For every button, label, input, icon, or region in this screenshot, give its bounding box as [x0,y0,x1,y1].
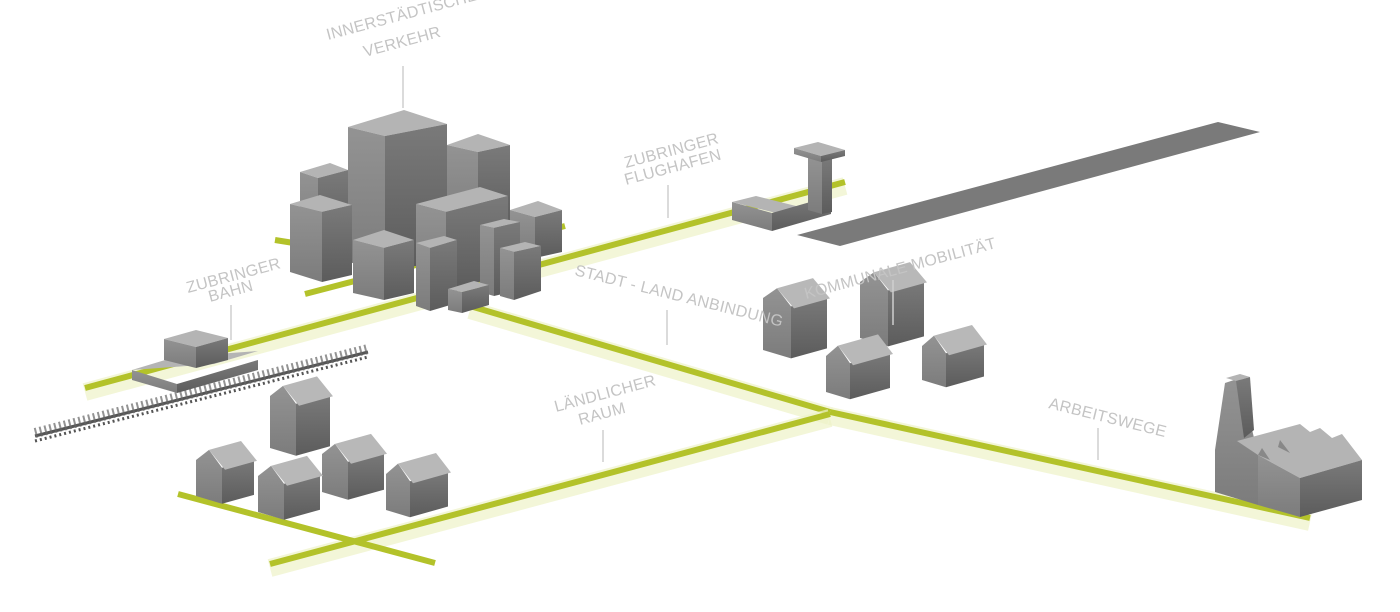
house [322,433,387,500]
runway [797,122,1260,246]
factory [1215,374,1362,517]
house [826,334,893,400]
house [258,455,323,520]
house [763,278,830,359]
road-laendlich [269,411,831,567]
road-glow [467,301,833,425]
house [196,440,257,504]
svg-text:ARBEITSWEGE: ARBEITSWEGE [1047,395,1168,441]
label-flughafen: ZUBRINGER FLUGHAFEN [623,130,723,218]
city-skyscrapers [290,110,562,313]
label-bahn: ZUBRINGER BAHN [185,255,283,340]
house [922,324,987,388]
road-rural-cross [177,491,436,566]
label-laendlich: LÄNDLICHER RAUM [552,371,658,462]
houses [196,262,987,520]
airport-terminal [732,142,845,231]
road-arbeitswege [829,409,1311,521]
train [132,330,258,393]
house [860,262,927,347]
road-stadt-land [469,303,831,415]
label-stadt-land: STADT - LAND ANBINDUNG [573,262,785,345]
house [386,452,451,518]
label-arbeitswege: ARBEITSWEGE [1047,395,1168,460]
road-glow [828,407,1312,531]
house [270,376,333,456]
rail-track [33,344,370,443]
svg-text:STADT - LAND ANBINDUNG: STADT - LAND ANBINDUNG [573,262,785,330]
label-innerstaedtisch: INNERSTÄDTISCHER VERKEHR [324,0,491,108]
